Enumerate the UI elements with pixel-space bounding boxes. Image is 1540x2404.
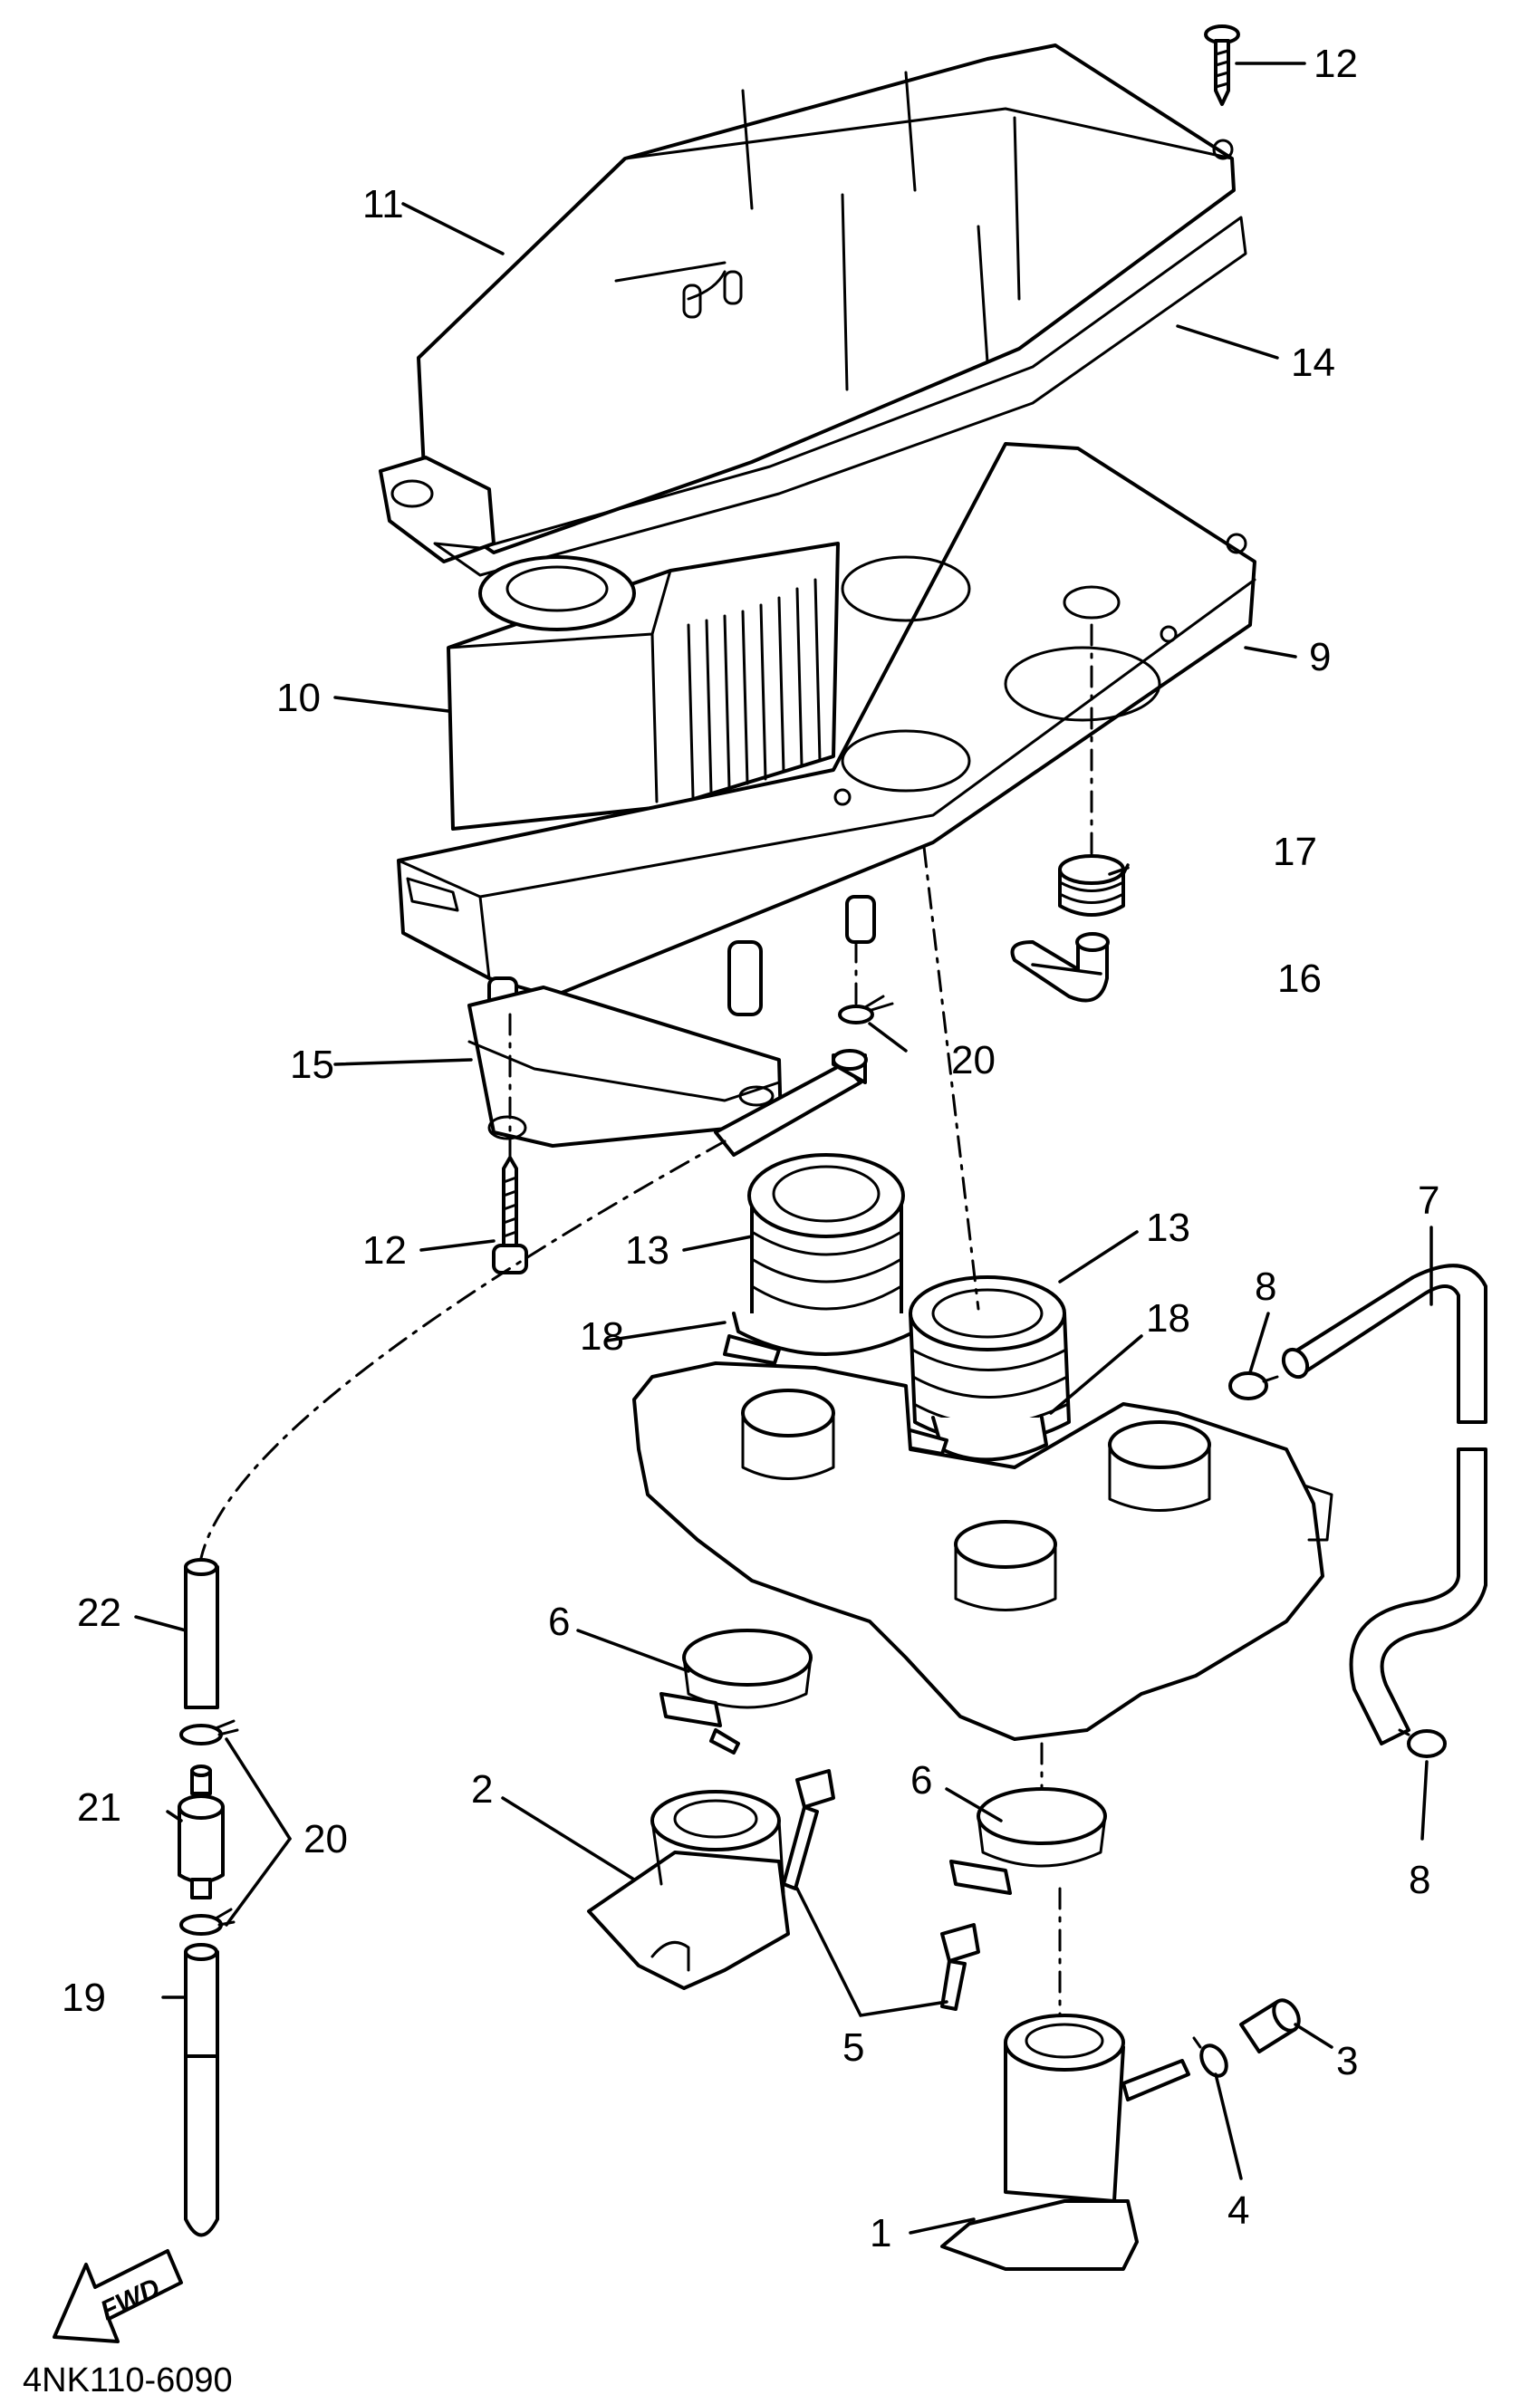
assembly-line-joint-left <box>922 845 980 1311</box>
callout-13-left: 13 <box>625 1228 669 1273</box>
diagram-code: 4NK110-6090 <box>23 2361 233 2399</box>
one-way-valve <box>178 1765 225 1899</box>
callout-15: 15 <box>290 1043 334 1087</box>
callout-8-lower: 8 <box>1409 1858 1430 1902</box>
screw-bottom <box>492 1156 528 1274</box>
callout-10: 10 <box>276 676 321 720</box>
fuel-hose-lower <box>1349 1447 1487 1745</box>
callout-4: 4 <box>1227 2188 1249 2233</box>
carburetor-assembly <box>632 1361 1333 1741</box>
callout-3: 3 <box>1336 2039 1358 2083</box>
callout-20-left: 20 <box>303 1817 348 1861</box>
air-filter-element <box>447 542 840 831</box>
callout-18-right: 18 <box>1146 1296 1190 1341</box>
clip-upper <box>838 995 894 1024</box>
hose-elbow <box>1010 932 1110 1003</box>
breather-hose-22 <box>184 1558 219 1709</box>
callout-22: 22 <box>77 1591 121 1635</box>
callout-7: 7 <box>1418 1178 1439 1223</box>
carburetor-joint-upper <box>587 1790 790 1990</box>
breather-hose-19 <box>184 1943 219 2237</box>
assembly-line-hose <box>199 1139 727 1560</box>
hose-clip-upper <box>1228 1371 1279 1400</box>
fuel-hose-upper <box>1281 1264 1487 1424</box>
callout-20-upper: 20 <box>951 1038 996 1082</box>
callout-5: 5 <box>842 2025 864 2070</box>
callout-19: 19 <box>62 1976 106 2020</box>
callout-2: 2 <box>471 1767 493 1812</box>
clip-left-upper <box>179 1719 239 1745</box>
clip-left-lower <box>179 1908 236 1936</box>
callout-12-top: 12 <box>1314 42 1358 86</box>
callout-9: 9 <box>1309 635 1331 679</box>
gasket <box>433 216 1247 577</box>
joint-screw-upper <box>782 1769 835 1890</box>
forward-direction-arrow: FWD <box>53 2249 183 2343</box>
carburetor-joint-lower <box>940 2014 1190 2271</box>
hose-clip-lower <box>1398 1728 1447 1758</box>
callout-21: 21 <box>77 1785 121 1830</box>
callout-12-bottom: 12 <box>362 1228 407 1273</box>
callout-17: 17 <box>1273 830 1317 874</box>
small-hose <box>1239 1998 1301 2053</box>
callout-18-left: 18 <box>580 1314 624 1359</box>
callout-labels: 1 2 3 4 5 6 6 7 8 8 9 10 11 12 12 13 13 … <box>62 42 1439 2255</box>
callout-13-right: 13 <box>1146 1206 1190 1250</box>
joint-screw-lower <box>940 1923 980 2011</box>
grommet <box>1058 854 1125 917</box>
callout-11: 11 <box>362 182 404 226</box>
leader-lines <box>134 62 1433 2235</box>
air-filter-case <box>397 442 1256 1016</box>
intake-joint-right <box>890 1275 1071 1462</box>
hose-clamp-left <box>659 1629 813 1755</box>
callout-1: 1 <box>870 2211 891 2255</box>
intake-joint-left <box>723 1153 917 1365</box>
callout-8-upper: 8 <box>1255 1265 1276 1309</box>
callout-16: 16 <box>1277 957 1322 1001</box>
small-clip <box>1192 2036 1228 2078</box>
breather-hose-upper <box>714 1049 868 1157</box>
screw-top <box>1204 24 1240 106</box>
air-filter-case-cover <box>379 43 1236 563</box>
callout-6-right: 6 <box>910 1758 932 1803</box>
callout-6-left: 6 <box>548 1600 570 1644</box>
callout-14: 14 <box>1291 341 1335 385</box>
